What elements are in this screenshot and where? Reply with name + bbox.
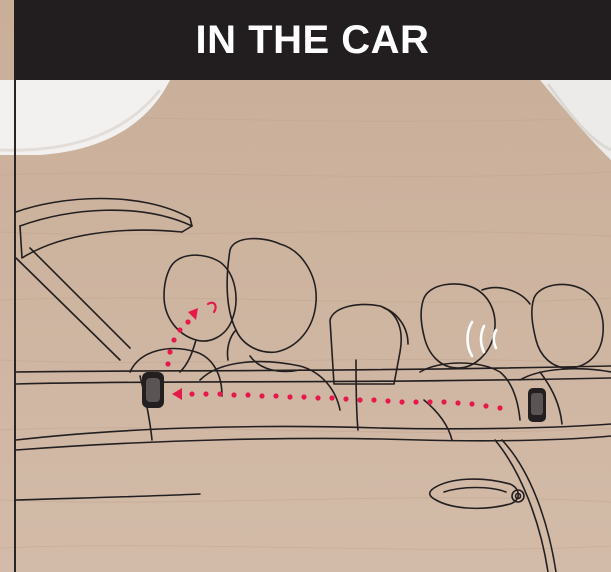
wearable-speaker-icon — [528, 388, 546, 422]
wearable-speaker-icon — [142, 372, 164, 408]
car-body — [16, 424, 611, 572]
front-passenger-figure — [130, 255, 236, 440]
rear-passenger-figure — [420, 284, 530, 440]
door-handle — [430, 479, 524, 508]
sound-wave-icon — [468, 322, 497, 356]
rear-seat — [330, 305, 408, 430]
